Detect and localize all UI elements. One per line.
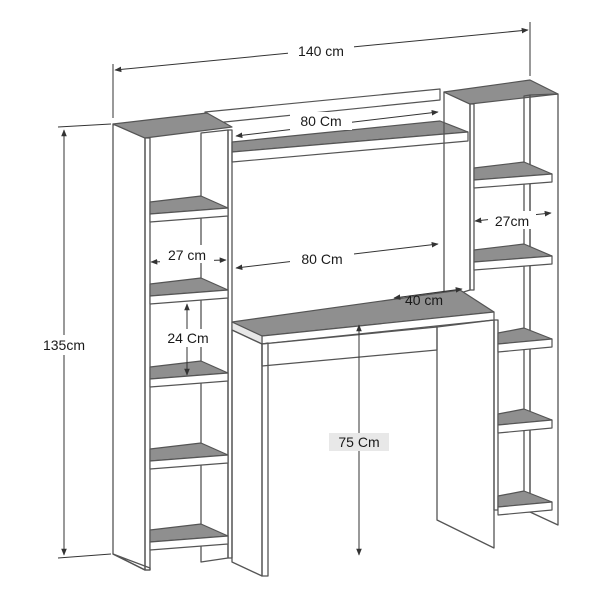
right-shelf-1-front bbox=[473, 173, 553, 189]
desk-depth-dimension-line bbox=[393, 287, 463, 300]
desk-height-label: 75 Cm bbox=[338, 434, 379, 450]
left-shelf-5-front bbox=[149, 535, 229, 551]
desk-width-label: 80 Cm bbox=[301, 251, 342, 267]
left-tower-shelves bbox=[149, 195, 229, 551]
right-shelf-width-label: 27cm bbox=[495, 213, 529, 229]
desk-left-leg bbox=[231, 329, 263, 577]
desk-depth-label: 40 cm bbox=[405, 292, 443, 308]
right-tower-front-right bbox=[523, 94, 531, 513]
left-tower-side-front-edge bbox=[112, 553, 151, 571]
total-height-label: 135cm bbox=[43, 337, 85, 353]
right-tower-shelves bbox=[473, 161, 553, 516]
right-shelf-2-front bbox=[473, 255, 553, 271]
right-shelf-4-front bbox=[497, 419, 553, 434]
right-shelf-3-front bbox=[497, 338, 553, 353]
desk-right-leg-side bbox=[436, 319, 495, 549]
top-shelf-width-label: 80 Cm bbox=[300, 113, 341, 129]
right-tower-side-inner bbox=[443, 91, 471, 299]
left-shelf-2-front bbox=[149, 289, 229, 305]
right-tower-top-board bbox=[443, 79, 559, 105]
left-tower-side-outer bbox=[112, 123, 146, 571]
right-shelf-tower bbox=[443, 79, 559, 526]
desk bbox=[231, 289, 495, 577]
left-tower-front-left bbox=[144, 137, 151, 571]
left-shelf-tower bbox=[112, 112, 233, 571]
dimension-labels: 140 cm 135cm 80 Cm 80 Cm 27 cm 27cm 24 C… bbox=[33, 41, 536, 451]
left-shelf-width-label: 27 cm bbox=[168, 247, 206, 263]
left-shelf-4-front bbox=[149, 454, 229, 470]
desk-left-leg-front bbox=[261, 342, 269, 577]
left-shelf-3-front bbox=[149, 372, 229, 388]
left-tower-top-board bbox=[112, 112, 233, 139]
total-width-label: 140 cm bbox=[298, 43, 344, 59]
left-shelf-1-front bbox=[149, 207, 229, 223]
right-tower-side-outer bbox=[529, 93, 559, 526]
right-tower-front-left bbox=[469, 103, 475, 291]
right-shelf-5-front bbox=[497, 501, 553, 516]
shelf-spacing-label: 24 Cm bbox=[167, 330, 208, 346]
